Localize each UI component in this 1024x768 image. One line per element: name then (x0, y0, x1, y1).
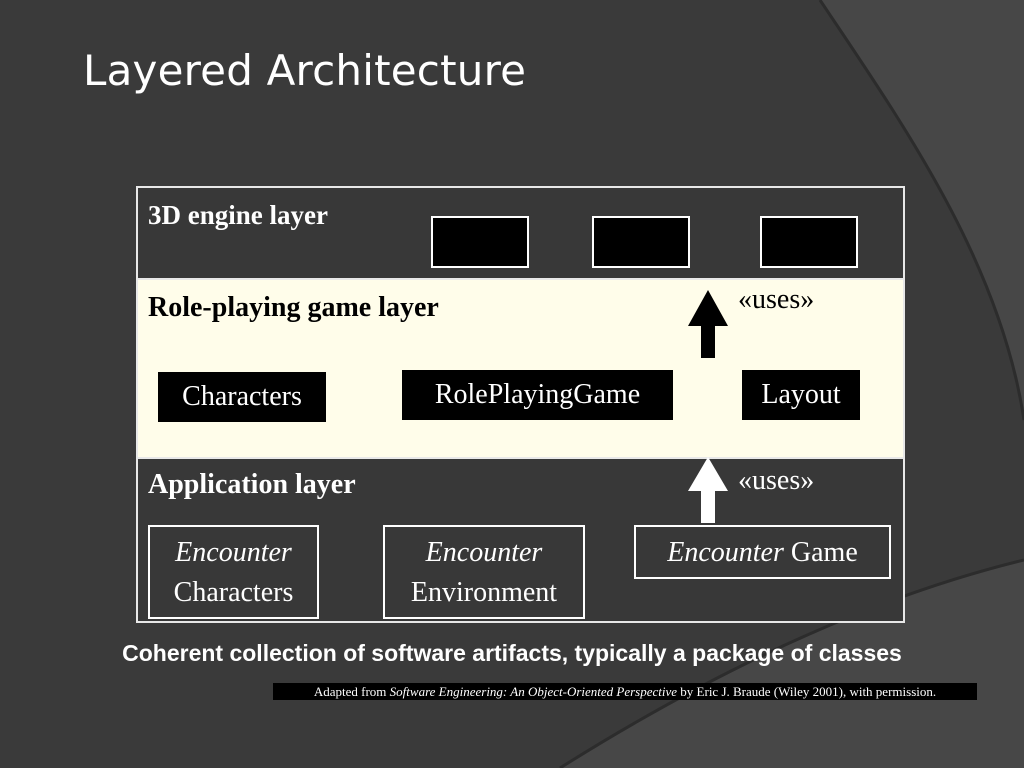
slide-caption: Coherent collection of software artifact… (122, 640, 902, 666)
rpg-layer: Role-playing game layer «uses» Character… (138, 280, 903, 457)
package-layout: Layout (742, 370, 860, 420)
engine-package-box (431, 216, 529, 268)
package-roleplayinggame: RolePlayingGame (402, 370, 673, 420)
package-name-italic: Encounter (425, 537, 543, 568)
engine-layer: 3D engine layer (138, 188, 903, 280)
package-encounter-characters: Encounter Characters (148, 525, 319, 619)
package-name-rest: Characters (173, 577, 294, 608)
slide-title: Layered Architecture (83, 46, 527, 95)
uses-stereotype-label: «uses» (738, 465, 815, 496)
engine-package-box (760, 216, 858, 268)
engine-layer-label: 3D engine layer (148, 200, 328, 230)
uses-arrow-icon (688, 290, 728, 358)
uses-arrow-icon (688, 457, 728, 523)
credit-prefix: Adapted from (313, 684, 390, 699)
package-name-italic: Encounter (667, 537, 784, 568)
attribution-credit: Adapted from Software Engineering: An Ob… (273, 683, 977, 700)
application-layer: Application layer «uses» Encounter Chara… (138, 457, 903, 621)
package-encounter-game: Encounter Game (634, 525, 891, 579)
package-name-rest: Environment (410, 577, 558, 608)
rpg-layer-label: Role-playing game layer (148, 292, 439, 323)
package-characters: Characters (158, 372, 326, 422)
credit-book-title: Software Engineering: An Object-Oriented… (389, 684, 678, 699)
credit-suffix: by Eric J. Braude (Wiley 2001), with per… (677, 684, 937, 699)
uses-stereotype-label: «uses» (738, 284, 815, 315)
package-name-italic: Encounter (175, 537, 292, 568)
engine-package-box (592, 216, 690, 268)
package-name-rest: Game (790, 537, 858, 568)
application-layer-label: Application layer (148, 469, 356, 500)
layered-architecture-diagram: 3D engine layer Role-playing game layer … (136, 186, 905, 623)
package-encounter-environment: Encounter Environment (383, 525, 585, 619)
